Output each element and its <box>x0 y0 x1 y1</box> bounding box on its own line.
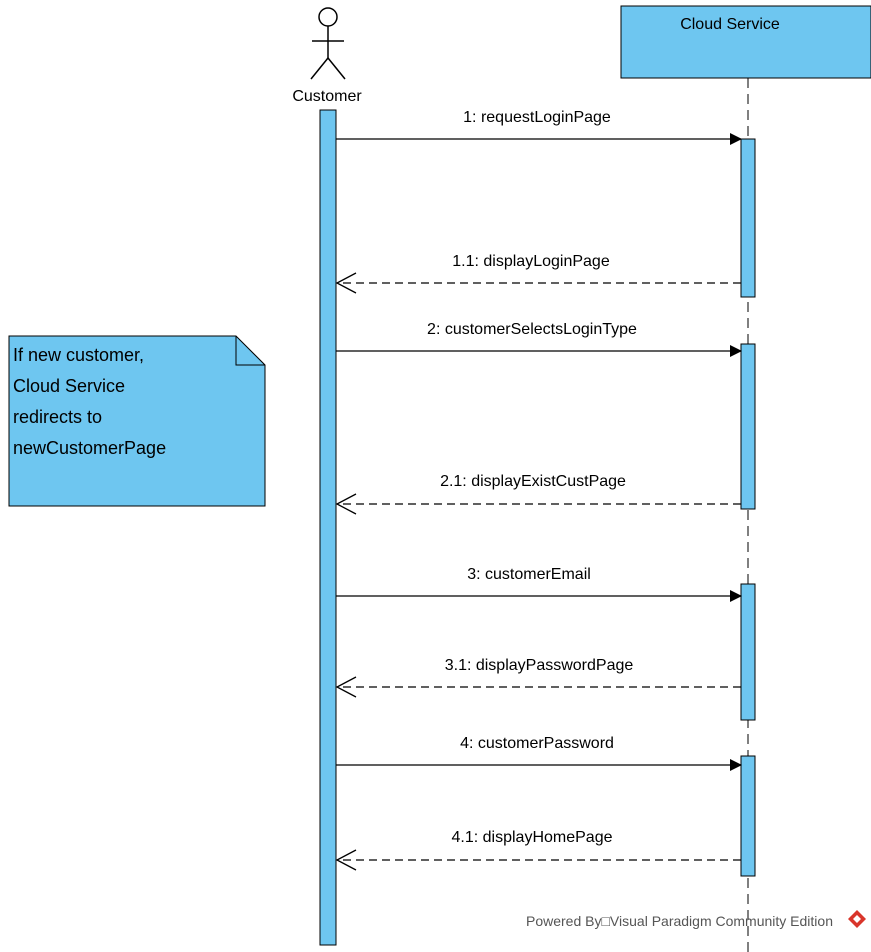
note-line: Cloud Service <box>13 376 125 396</box>
cloud-activation-bar-2[interactable] <box>740 343 756 510</box>
open-arrowhead-icon <box>335 272 357 294</box>
customer-actor-icon[interactable] <box>310 7 346 80</box>
message-label: 3: customerEmail <box>467 566 591 583</box>
open-arrowhead-icon <box>335 493 357 515</box>
powered-by-footer: Powered By□Visual Paradigm Community Edi… <box>526 913 833 929</box>
cloud-service-box[interactable] <box>620 5 871 79</box>
open-arrowhead-icon <box>335 849 357 871</box>
cloud-service-label: Cloud Service <box>680 16 780 33</box>
note[interactable]: If new customer, Cloud Service redirects… <box>8 335 266 507</box>
message-label: 4: customerPassword <box>460 735 614 752</box>
cloud-activation-bar-3[interactable] <box>740 583 756 721</box>
note-line: newCustomerPage <box>13 438 166 458</box>
open-arrowhead-icon <box>335 676 357 698</box>
customer-activation-bar[interactable] <box>319 109 337 946</box>
message-label: 4.1: displayHomePage <box>452 829 613 846</box>
message-label: 3.1: displayPasswordPage <box>445 657 634 674</box>
cloud-activation-bar-4[interactable] <box>740 755 756 877</box>
customer-label: Customer <box>292 88 362 105</box>
note-line: redirects to <box>13 407 102 427</box>
message-label: 1.1: displayLoginPage <box>452 253 610 270</box>
message-label: 2: customerSelectsLoginType <box>427 321 637 338</box>
message-label: 1: requestLoginPage <box>463 109 611 126</box>
note-line: If new customer, <box>13 345 144 365</box>
message-label: 2.1: displayExistCustPage <box>440 473 626 490</box>
cloud-activation-bar-1[interactable] <box>740 138 756 298</box>
visual-paradigm-logo-icon <box>848 910 866 928</box>
